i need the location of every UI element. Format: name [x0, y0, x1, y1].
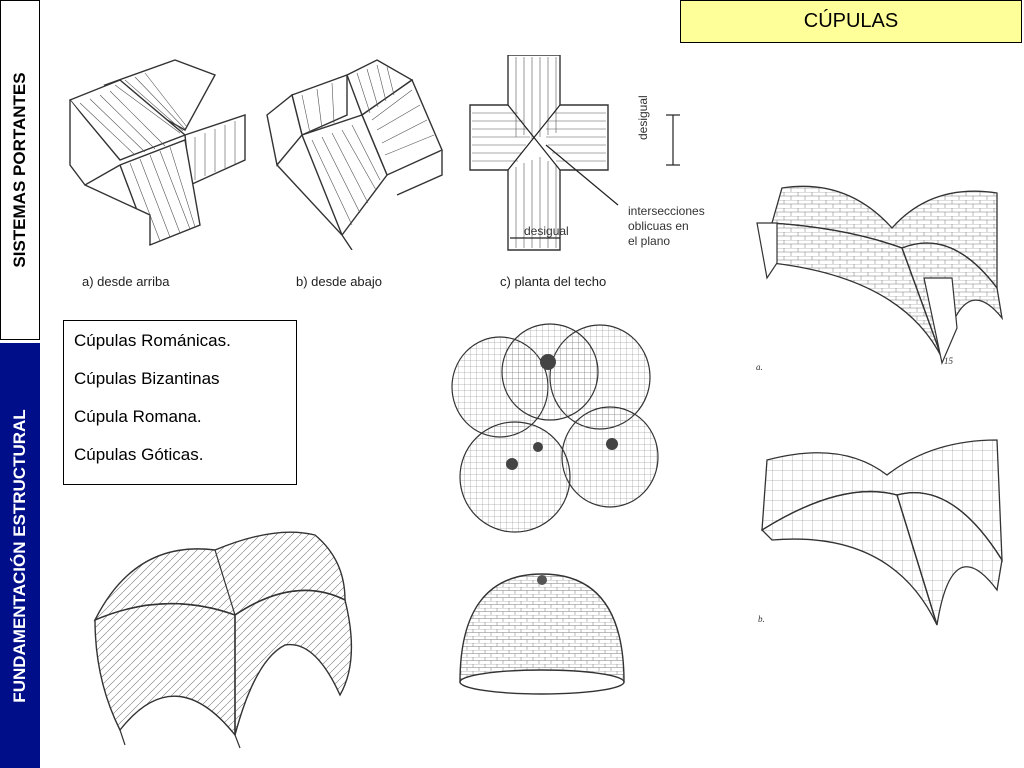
groin-vault-bottom-drawing: [266, 59, 443, 250]
caption-from-above: a) desde arriba: [82, 274, 170, 289]
dome-types-list: Cúpulas Románicas. Cúpulas Bizantinas Cú…: [63, 320, 297, 485]
roman-dome-drawing: [459, 573, 625, 695]
caption-from-below: b) desde abajo: [296, 274, 383, 289]
caption-ceiling-plan: c) planta del techo: [500, 274, 607, 289]
page-title: CÚPULAS: [680, 0, 1022, 43]
list-item: Cúpula Romana.: [74, 407, 202, 426]
fig-15-label: 15: [944, 356, 953, 366]
byzantine-domes-drawing: [451, 323, 659, 533]
side-label-top: SISTEMAS PORTANTES: [0, 0, 40, 340]
unequal-vertical-label: desigual: [636, 95, 650, 140]
gothic-vault-a-drawing: [756, 185, 1004, 365]
gothic-a-label: a.: [756, 362, 763, 372]
list-item: Cúpulas Románicas.: [74, 331, 231, 350]
romanesque-vault-drawing: [93, 531, 353, 749]
gothic-b-label: b.: [758, 614, 765, 624]
list-item: Cúpulas Bizantinas: [74, 369, 220, 388]
groin-vault-top-drawing: [68, 59, 246, 246]
list-item: Cúpulas Góticas.: [74, 445, 204, 464]
roof-plan-drawing: [469, 55, 680, 251]
sistemas-portantes-label: SISTEMAS PORTANTES: [10, 72, 29, 268]
gothic-vault-b-drawing: [760, 439, 1003, 626]
oblique-intersections-note: intersecciones oblicuas en el plano: [628, 204, 705, 248]
side-label-bottom: FUNDAMENTACIÓN ESTRUCTURAL: [0, 343, 40, 768]
unequal-horizontal-label: desigual: [524, 224, 569, 238]
fundamentacion-estructural-label: FUNDAMENTACIÓN ESTRUCTURAL: [10, 408, 29, 703]
